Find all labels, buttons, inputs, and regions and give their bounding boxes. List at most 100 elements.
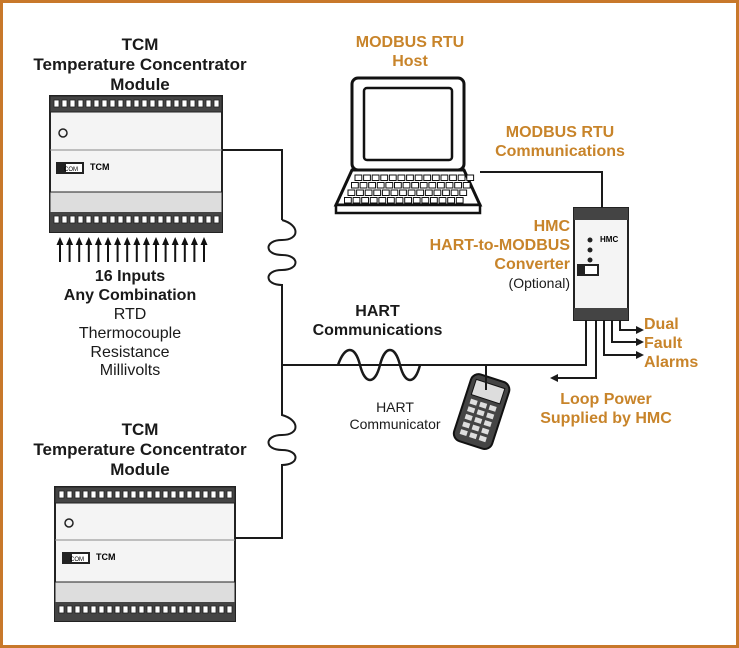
terminal-screw xyxy=(117,215,124,224)
terminal-screw xyxy=(154,490,161,499)
tcm-top-title: TCM xyxy=(121,35,159,54)
keyboard-key xyxy=(442,189,450,196)
keyboard-key xyxy=(388,174,397,181)
terminal-screw xyxy=(77,215,84,224)
keyboard-key xyxy=(412,197,421,204)
keyboard-key xyxy=(437,182,445,189)
terminal-screw xyxy=(85,99,92,108)
inputs-count: 16 Inputs xyxy=(94,268,166,285)
terminal-screw xyxy=(178,490,185,499)
hmc-module: HMC xyxy=(573,207,629,321)
keypad-key xyxy=(478,435,487,443)
terminal-screw xyxy=(173,215,180,224)
terminal-screw xyxy=(122,605,129,614)
keyboard-key xyxy=(381,189,390,196)
keypad-key xyxy=(486,412,495,420)
terminal-screw xyxy=(138,490,145,499)
keyboard-key xyxy=(368,182,377,189)
terminal-screw xyxy=(69,215,76,224)
keypad-key xyxy=(488,404,497,412)
keyboard-keys xyxy=(344,174,475,204)
keypad xyxy=(459,398,497,443)
terminal-screw xyxy=(85,215,92,224)
hmc-label: HMC HART-to-MODBUS Converter (Optional) xyxy=(420,218,570,291)
hart-comm-line1: HART xyxy=(355,303,400,320)
keyboard-key xyxy=(430,197,438,204)
input-arrow-head xyxy=(114,237,122,245)
terminal-screw xyxy=(162,490,169,499)
terminal-screw xyxy=(101,99,108,108)
terminal-screw xyxy=(125,215,132,224)
terminal-screw xyxy=(197,215,204,224)
terminal-screw xyxy=(82,490,89,499)
tcm-top-label: TCM Temperature Concentrator Module xyxy=(20,35,260,95)
keyboard-key xyxy=(387,197,395,204)
keyboard-key xyxy=(347,189,356,196)
input-arrow-head xyxy=(190,237,198,245)
hart-comm-label: HART Communications xyxy=(300,303,455,341)
hart-communicator-line2: Communicator xyxy=(349,415,441,432)
keyboard-key xyxy=(466,174,475,181)
terminal-screw xyxy=(213,99,220,108)
terminal-screw xyxy=(181,215,188,224)
hart-comm-line2: Communications xyxy=(312,321,443,339)
keyboard-key xyxy=(378,197,387,204)
terminal-screw xyxy=(61,215,68,224)
keyboard-key xyxy=(380,174,389,181)
terminal-screw xyxy=(146,490,153,499)
terminal-screw xyxy=(165,99,172,108)
terminal-screw xyxy=(194,605,201,614)
keyboard-key xyxy=(431,174,440,181)
keypad-key xyxy=(471,424,480,432)
inputs-label: 16 Inputs Any Combination RTD Thermocoup… xyxy=(30,268,230,381)
terminal-screw xyxy=(130,490,137,499)
keyboard-key xyxy=(433,189,442,196)
alarms-line3: Alarms xyxy=(644,353,699,371)
terminal-screw xyxy=(154,605,161,614)
keypad-key xyxy=(476,409,485,417)
tcm-module-bottom: COM TCM xyxy=(54,486,236,622)
terminal-screw xyxy=(117,99,124,108)
terminal-screw xyxy=(58,490,65,499)
keyboard-key xyxy=(419,182,428,189)
tcm-module-top: COM TCM xyxy=(49,95,223,233)
terminal-screw xyxy=(178,605,185,614)
keyboard-key xyxy=(445,182,454,189)
tcm-bottom-device-tag: TCM xyxy=(96,552,116,562)
inputs-combination: Any Combination xyxy=(63,286,197,304)
terminal-screw xyxy=(157,215,164,224)
hmc-title: HMC xyxy=(533,218,570,235)
keypad-key xyxy=(481,427,490,435)
keyboard-key xyxy=(344,197,352,204)
terminal-screw xyxy=(58,605,65,614)
terminal-screw xyxy=(125,99,132,108)
keyboard-key xyxy=(423,174,432,181)
tcm-bottom-title: TCM xyxy=(121,420,159,439)
keyboard-key xyxy=(390,189,399,196)
keyboard-key xyxy=(447,197,456,204)
alarms-line2: Fault xyxy=(644,334,683,352)
terminal-screw xyxy=(202,490,209,499)
keypad-key xyxy=(462,421,471,429)
terminal-screw xyxy=(165,215,172,224)
terminal-screw xyxy=(130,605,137,614)
terminal-screw xyxy=(133,215,140,224)
keyboard-key xyxy=(354,174,363,181)
input-type-rtd: RTD xyxy=(113,305,147,323)
keyboard-key xyxy=(449,174,457,181)
keypad-key xyxy=(467,406,476,414)
input-arrow-head xyxy=(66,237,74,245)
input-arrow-head xyxy=(162,237,170,245)
keyboard-key xyxy=(397,174,406,181)
terminal-screw xyxy=(90,490,97,499)
hmc-converter: Converter xyxy=(494,255,570,273)
terminal-screw xyxy=(93,99,100,108)
keyboard-key xyxy=(407,189,416,196)
keyboard-key xyxy=(404,197,413,204)
terminal-screw xyxy=(226,490,233,499)
input-type-resistance: Resistance xyxy=(90,343,170,361)
computer-icon xyxy=(333,76,483,215)
terminal-screw xyxy=(106,490,113,499)
input-arrow-head xyxy=(142,237,150,245)
terminal-strip-bottom xyxy=(58,605,233,614)
